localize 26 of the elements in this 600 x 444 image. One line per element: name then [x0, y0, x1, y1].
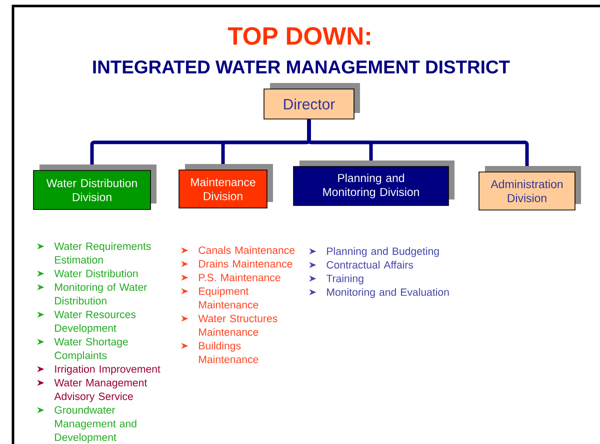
title: TOP DOWN:	[228, 27, 370, 45]
list-item: Buildings Maintenance	[199, 342, 258, 364]
list-item: Water Distribution	[54, 269, 138, 278]
list-item: Groundwater Management and Development	[54, 406, 136, 444]
subtitle: INTEGRATED WATER MANAGEMENT DISTRICT	[93, 60, 510, 74]
list-item: Irrigation Improvement	[55, 365, 160, 375]
list-item: P.S. Maintenance	[199, 273, 280, 282]
list-item: Equipment Maintenance	[199, 287, 258, 309]
division-box: Maintenance Division	[178, 164, 273, 208]
list-item: Contractual Affairs	[326, 260, 414, 269]
division-box: Planning and Monitoring Division	[293, 160, 454, 206]
list-item: Monitoring of Water Distribution	[55, 283, 147, 305]
list-item: Water Shortage Complaints	[54, 338, 128, 362]
list-item: Water Structures Maintenance	[198, 314, 278, 336]
list-item: Training	[326, 274, 364, 284]
list-item: Canals Maintenance	[198, 246, 295, 254]
list-item: Water Management Advisory Service	[54, 379, 148, 402]
list-item: Monitoring and Evaluation	[327, 288, 449, 298]
list-item: Water Resources Development	[54, 310, 136, 334]
list-item: Planning and Budgeting	[327, 247, 439, 258]
connector	[307, 119, 529, 166]
division-box: Water Distribution Division	[33, 164, 156, 210]
division-box: Administration Division	[478, 166, 581, 210]
list-item: Drains Maintenance	[199, 260, 292, 268]
director-box: Director	[264, 83, 360, 120]
list-item: Water Requirements Estimation	[54, 242, 151, 264]
